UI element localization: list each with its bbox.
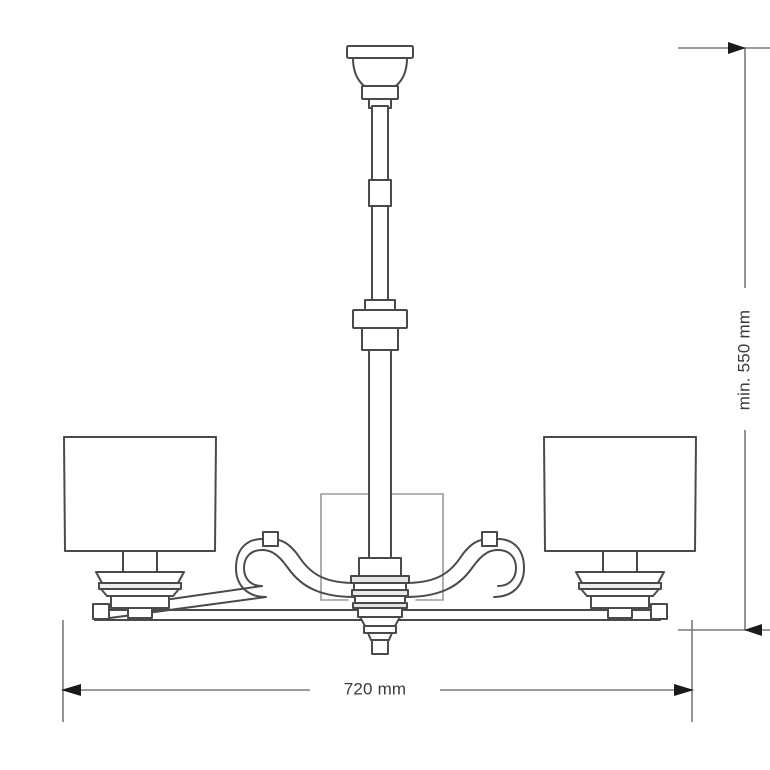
collar-flange bbox=[352, 299, 408, 351]
main-column bbox=[368, 349, 392, 559]
finial-hub bbox=[350, 575, 410, 655]
height-dimension-label: min. 550 mm bbox=[734, 310, 753, 410]
shade-right bbox=[543, 436, 697, 552]
arm-right bbox=[404, 531, 668, 620]
width-dimension-label: 720 mm bbox=[344, 679, 407, 698]
socket-left bbox=[122, 550, 158, 573]
lamp-base-right bbox=[575, 571, 665, 619]
shade-left bbox=[63, 436, 217, 552]
rod-coupling bbox=[368, 179, 392, 207]
lamp-base-left bbox=[95, 571, 185, 619]
width-dimension: 720 mm bbox=[61, 620, 694, 722]
height-dimension: min. 550 mm bbox=[678, 42, 770, 636]
socket-right bbox=[602, 550, 638, 573]
ceiling-canopy bbox=[346, 45, 414, 109]
